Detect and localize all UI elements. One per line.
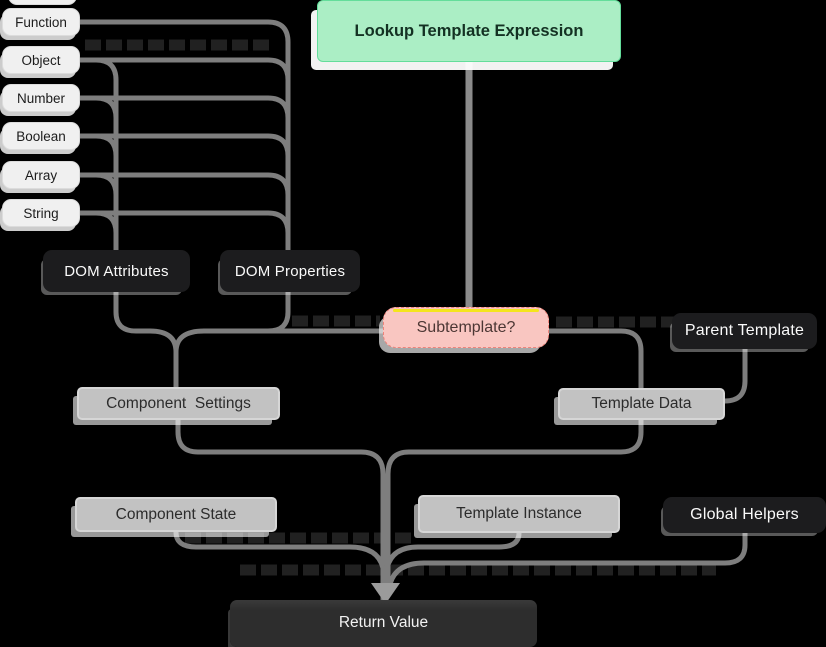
node-parent-template: Parent Template (672, 313, 817, 349)
node-label: DOM Attributes (64, 262, 169, 280)
node-component-state: Component State (75, 497, 277, 532)
node-label: DOM Properties (234, 262, 346, 280)
edge-component-settings-return (175, 420, 386, 600)
node-label: Template Data (591, 395, 692, 412)
node-string: String (2, 199, 80, 227)
edge-object-dom-properties (80, 57, 291, 250)
edge-array-dom-properties (80, 172, 291, 250)
node-label: Template Instance (456, 505, 582, 522)
node-return-value: Return Value (230, 600, 537, 647)
node-label: String (23, 205, 59, 221)
node-dom-properties: DOM Properties (220, 250, 360, 292)
node-label: Function (15, 14, 67, 30)
node-label: Component Settings (106, 394, 251, 412)
edge-component-state-return (173, 531, 386, 600)
edge-subtemplate-component-settings (173, 328, 383, 387)
node-subtemplate: Subtemplate? (383, 307, 549, 348)
node-label: Array (24, 167, 58, 183)
edge-string-dom-properties (80, 210, 291, 250)
node-array: Array (2, 161, 80, 189)
node-label: Return Value (338, 614, 429, 631)
edge-template-instance-return (384, 532, 522, 595)
edge-object-dom-attributes (80, 57, 119, 250)
node-global-helpers: Global Helpers (663, 497, 826, 533)
edge-string-dom-attributes (80, 210, 119, 250)
node-label: Subtemplate? (416, 318, 516, 336)
edge-number-dom-properties (80, 95, 291, 250)
edge-dom-properties-join (258, 292, 291, 334)
edge-parent-template-template-data (724, 349, 748, 404)
edge-array-dom-attributes (80, 172, 119, 250)
node-label: Parent Template (684, 322, 805, 339)
node-boolean: Boolean (2, 122, 80, 150)
node-dom-attributes: DOM Attributes (43, 250, 190, 292)
node-label: Component State (115, 505, 237, 523)
edge-dom-attributes-component-settings (113, 292, 179, 387)
edge-subtemplate-template-data (549, 328, 644, 388)
node-label: Global Helpers (690, 506, 799, 523)
node-label: Lookup Template Expression (354, 21, 584, 40)
edge-boolean-dom-properties (80, 133, 291, 250)
node-object: Object (2, 46, 80, 74)
node-template-data: Template Data (558, 388, 725, 420)
node-number: Number (2, 84, 80, 112)
node-label: Number (16, 90, 65, 106)
arrow-down-icon (371, 583, 400, 604)
edge-template-data-return (385, 420, 644, 592)
node-type-partial (8, 0, 77, 5)
node-label: Boolean (16, 128, 66, 144)
edge-function-dom-properties (80, 19, 291, 250)
edge-number-dom-attributes (80, 95, 119, 250)
edge-global-helpers-return (385, 533, 748, 595)
node-lookup-template-expression: Lookup Template Expression (317, 0, 621, 62)
node-label: Object (21, 52, 61, 68)
node-function: Function (2, 8, 80, 36)
node-component-settings: Component Settings (77, 387, 280, 420)
edge-boolean-dom-attributes (80, 133, 119, 250)
node-template-instance: Template Instance (418, 495, 620, 533)
